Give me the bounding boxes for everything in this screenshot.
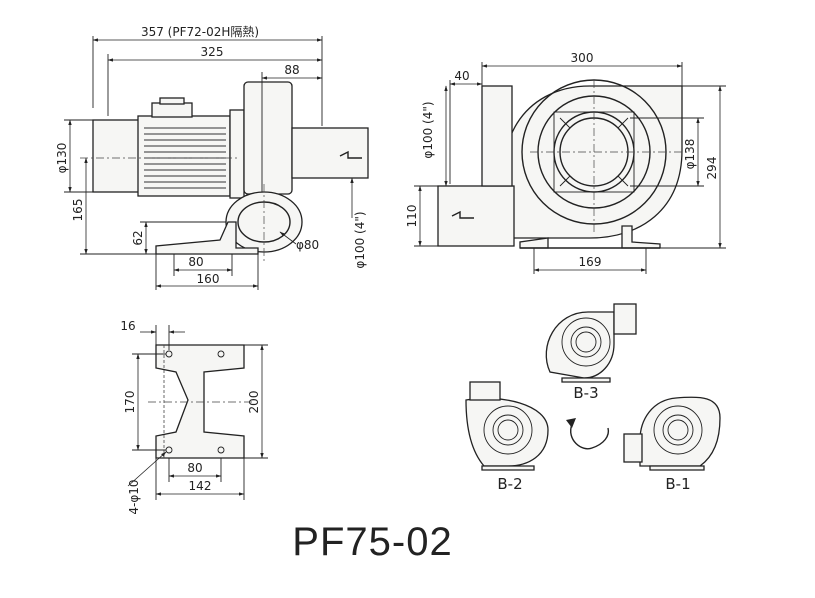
- model-title: PF75-02: [0, 520, 815, 565]
- dim-overall-height: 294: [705, 157, 719, 180]
- front-dimensions: 40 300 φ100 (4") φ138 294 110: [405, 51, 726, 274]
- dim-inlet-diameter: φ80: [296, 238, 319, 252]
- dim-front-outlet-diameter: φ100 (4"): [421, 101, 435, 158]
- motor: [92, 97, 231, 197]
- front-view: 40 300 φ100 (4") φ138 294 110: [405, 51, 726, 274]
- model-title-text: PF75-02: [292, 520, 453, 564]
- dim-body-length: 325: [201, 45, 224, 59]
- dim-overall-width: 300: [571, 51, 594, 65]
- dim-overall-length: 357 (PF72-02H隔熱): [141, 25, 259, 39]
- blower-housing: [155, 81, 369, 255]
- dim-inlet-diameter-front: φ138: [683, 139, 697, 170]
- dim-motor-diameter: φ130: [55, 143, 69, 174]
- rotation-arrow: [566, 418, 610, 450]
- dim-outlet-diameter: φ100 (4"): [353, 211, 367, 268]
- dim-base-length: 160: [197, 272, 220, 286]
- dim-outlet-height: 110: [405, 205, 419, 228]
- dim-base-hole-spacing: 80: [188, 255, 203, 269]
- dim-hole-spacing-long: 170: [123, 391, 137, 414]
- label-b3: B-3: [573, 384, 598, 402]
- orientation-b2: B-2: [465, 381, 549, 493]
- dim-base-to-center: 62: [131, 230, 145, 245]
- dim-base-width: 169: [579, 255, 602, 269]
- base-plate-view: 16 170 200 80 142 4-φ10: [120, 319, 268, 515]
- label-b2: B-2: [497, 475, 522, 493]
- base-plate-dimensions: 16 170 200 80 142 4-φ10: [120, 319, 268, 515]
- dim-plate-width: 142: [189, 479, 212, 493]
- orientation-b1: B-1: [623, 396, 721, 493]
- dim-outlet-offset: 40: [454, 69, 469, 83]
- label-b1: B-1: [665, 475, 690, 493]
- dim-edge-offset: 16: [120, 319, 135, 333]
- dim-outlet-extension: 88: [284, 63, 299, 77]
- dim-mounting-holes: 4-φ10: [127, 479, 141, 514]
- orientation-b3: B-3: [545, 303, 637, 402]
- dim-hole-spacing-short: 80: [187, 461, 202, 475]
- dim-shaft-height: 165: [71, 199, 85, 222]
- side-view: 357 (PF72-02H隔熱) 325 88 φ130 165 62: [55, 25, 369, 290]
- dim-plate-length: 200: [247, 391, 261, 414]
- side-dimensions: 357 (PF72-02H隔熱) 325 88 φ130 165 62: [55, 25, 367, 290]
